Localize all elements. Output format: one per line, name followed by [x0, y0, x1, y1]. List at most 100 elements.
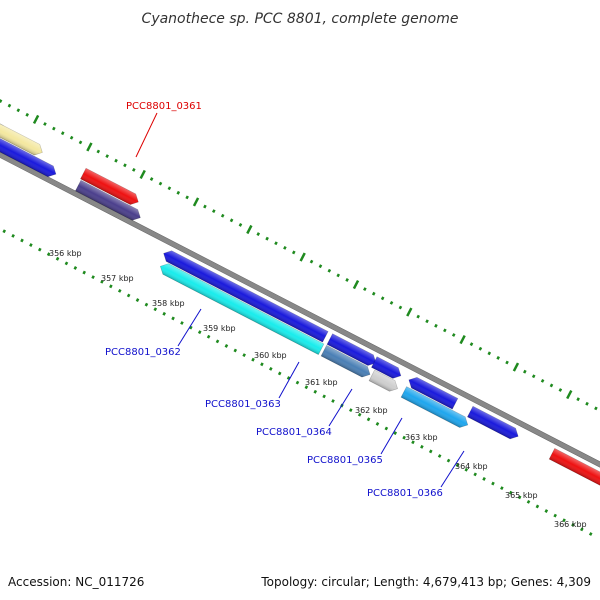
gene-arrow-shading: [321, 345, 371, 378]
inner-tick-mark: [135, 298, 140, 302]
inner-tick-mark: [500, 486, 504, 491]
outer-tick-mark: [229, 218, 234, 223]
inner-tick-mark: [446, 458, 451, 463]
tick-label: 360 kbp: [254, 351, 287, 360]
gene-label-leader: [380, 417, 403, 455]
gene-arrow-shading: [327, 333, 376, 366]
outer-tick-mark: [139, 169, 146, 180]
outer-tick-mark: [283, 245, 287, 250]
inner-tick-mark: [437, 454, 442, 458]
gene-arrow-shading: [163, 250, 329, 343]
inner-tick-mark: [322, 394, 326, 399]
gene-feature[interactable]: [326, 333, 379, 369]
outer-tick-mark: [389, 300, 394, 305]
gene-arrow-shading: [0, 118, 43, 156]
inner-tick-mark: [46, 252, 51, 257]
gene-feature[interactable]: [320, 344, 373, 380]
outer-tick-mark: [212, 209, 216, 214]
inner-tick-mark: [553, 513, 557, 518]
outer-tick-mark: [176, 190, 181, 195]
outer-tick-mark: [123, 163, 127, 168]
outer-tick-mark: [185, 195, 189, 200]
inner-tick-mark: [562, 518, 566, 523]
gene-feature[interactable]: [0, 131, 59, 179]
gene-feature[interactable]: [368, 369, 400, 394]
outer-tick-mark: [327, 268, 332, 273]
inner-tick-mark: [402, 435, 406, 440]
gene-arrow-shading: [401, 386, 468, 428]
outer-tick-mark: [371, 291, 376, 296]
gene-arrow-shading: [0, 132, 56, 177]
gene-label[interactable]: PCC8801_0361: [126, 101, 202, 158]
gene-label[interactable]: PCC8801_0362: [105, 308, 202, 358]
outer-tick-mark: [96, 149, 101, 154]
genome-track: [0, 99, 600, 536]
tick-label: 362 kbp: [355, 406, 388, 415]
inner-tick-mark: [144, 302, 149, 307]
inner-tick-mark: [384, 426, 389, 431]
gene-arrow-shading: [371, 356, 401, 379]
gene-arrow-shading: [408, 377, 458, 410]
inner-tick-mark: [260, 362, 264, 367]
inner-tick-mark: [180, 321, 184, 325]
inner-tick-mark: [251, 357, 255, 362]
gene-label[interactable]: PCC8801_0364: [256, 388, 353, 438]
gene-feature[interactable]: [400, 386, 470, 431]
outer-tick-mark: [158, 181, 163, 186]
outer-tick-mark: [512, 362, 520, 372]
outer-tick-mark: [345, 278, 349, 282]
inner-tick-mark: [491, 481, 495, 486]
outer-tick-mark: [86, 142, 93, 152]
outer-tick-mark: [274, 241, 278, 246]
gene-feature[interactable]: [0, 118, 45, 158]
gene-label-text: PCC8801_0362: [105, 347, 181, 358]
gene-label-text: PCC8801_0365: [307, 455, 383, 466]
gene-feature[interactable]: [161, 248, 329, 343]
inner-tick-mark: [277, 371, 282, 376]
inner-tick-mark: [571, 522, 575, 527]
gene-feature[interactable]: [80, 167, 141, 207]
genome-backbone: [0, 131, 600, 486]
inner-tick-mark: [100, 279, 104, 284]
gene-feature[interactable]: [548, 448, 600, 495]
inner-tick-mark: [117, 288, 122, 293]
outer-tick-mark: [459, 335, 466, 345]
outer-tick-mark: [566, 390, 573, 400]
inner-tick-mark: [242, 353, 246, 358]
gene-feature[interactable]: [467, 405, 520, 441]
gene-feature[interactable]: [371, 356, 403, 381]
inner-tick-mark: [11, 233, 15, 238]
outer-tick-mark: [336, 273, 341, 278]
gene-feature[interactable]: [406, 375, 459, 410]
gene-feature[interactable]: [75, 179, 143, 223]
gene-label[interactable]: PCC8801_0365: [307, 417, 403, 466]
outer-tick-mark: [540, 378, 545, 383]
gene-feature[interactable]: [158, 261, 325, 356]
tick-label: 364 kbp: [455, 462, 488, 471]
outer-tick-mark: [246, 224, 253, 235]
gene-label[interactable]: PCC8801_0366: [367, 450, 465, 499]
gene-label[interactable]: PCC8801_0363: [205, 361, 300, 410]
inner-tick-mark: [215, 339, 220, 344]
outer-tick-mark: [114, 158, 118, 163]
inner-tick-mark: [517, 495, 522, 500]
inner-tick-mark: [109, 284, 113, 289]
outer-tick-mark: [238, 223, 243, 227]
inner-tick-mark: [526, 499, 531, 504]
inner-tick-mark: [420, 444, 424, 449]
outer-tick-mark: [220, 213, 225, 218]
outer-tick-mark: [398, 305, 403, 310]
gene-label-text: PCC8801_0366: [367, 488, 443, 499]
inner-tick-mark: [473, 472, 478, 477]
inner-tick-mark: [29, 243, 33, 247]
inner-tick-mark: [269, 366, 273, 371]
outer-tick-mark: [549, 383, 554, 388]
gene-arrow-shading: [75, 180, 141, 221]
inner-tick-mark: [357, 412, 362, 417]
inner-tick-mark: [37, 247, 42, 252]
accession-label: Accession: NC_011726: [8, 575, 144, 589]
outer-tick-mark: [496, 356, 500, 360]
inner-tick-mark: [82, 270, 87, 275]
